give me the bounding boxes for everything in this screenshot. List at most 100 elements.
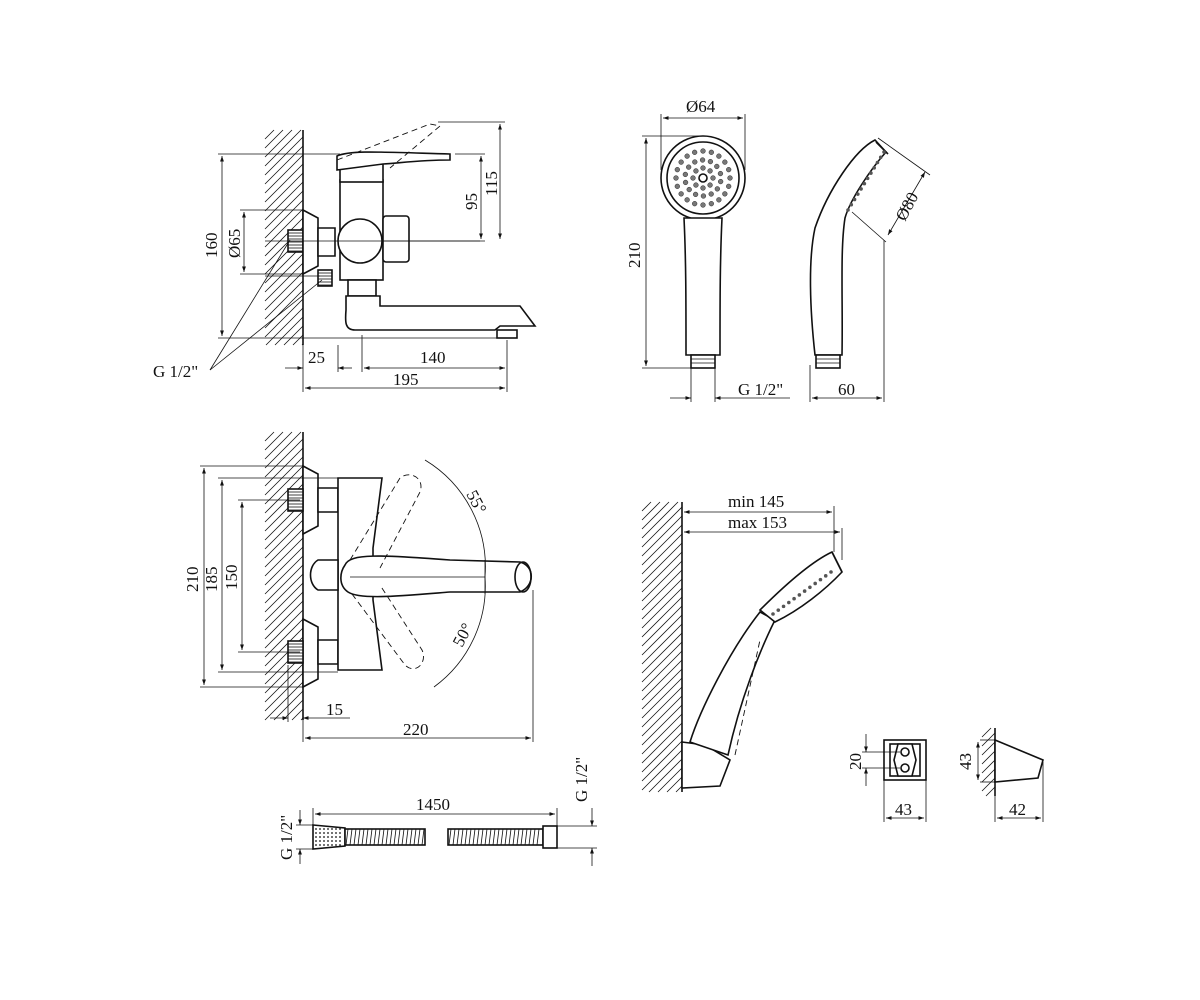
texture-dot	[315, 828, 317, 830]
hatch-line	[264, 447, 304, 487]
hatch-line	[641, 605, 683, 647]
spray-hole	[875, 160, 880, 165]
texture-dot	[339, 828, 341, 830]
hatch-line	[641, 542, 683, 584]
spray-hole	[693, 168, 699, 174]
hatch-line	[265, 307, 304, 346]
spray-hole	[686, 164, 692, 170]
dim-total-height: 160	[202, 233, 221, 259]
rib-line	[401, 828, 405, 846]
spray-hole	[792, 596, 796, 601]
dim-spout-length: 140	[420, 348, 446, 367]
rib-line	[345, 828, 349, 846]
spray-hole	[686, 186, 692, 193]
wall-hatch-holder-side	[981, 727, 996, 797]
spray-hole	[690, 175, 696, 181]
hatch-line	[273, 690, 304, 721]
hand-shower-side-view: Ø80 60	[809, 137, 931, 402]
spray-hole	[726, 167, 732, 173]
spray-hole	[700, 193, 707, 199]
dim-flange-diameter: Ø65	[225, 229, 244, 258]
rib-line	[496, 828, 500, 846]
hatch-line	[264, 217, 304, 257]
rib-line	[492, 828, 496, 846]
rib-line	[448, 828, 452, 846]
texture-dot	[331, 840, 333, 842]
texture-dot	[339, 840, 341, 842]
spray-hole	[714, 163, 720, 170]
hatch-line	[264, 298, 304, 338]
dim-holder-side-height: 43	[956, 753, 975, 770]
texture-dot	[331, 832, 333, 834]
texture-dot	[323, 844, 325, 846]
hatch-line	[648, 758, 683, 793]
spray-hole	[700, 202, 706, 208]
spray-hole	[684, 153, 690, 159]
hatch-line	[981, 727, 992, 738]
dim-holder-front-height: 20	[846, 753, 865, 770]
spray-hole	[700, 148, 706, 154]
dim-top-center-distance: 150	[222, 565, 241, 591]
hatch-line	[264, 591, 304, 631]
spray-hole	[717, 170, 724, 177]
dim-angle-down: 50°	[449, 620, 477, 650]
spray-hole	[700, 165, 706, 171]
hatch-line	[641, 740, 683, 782]
rib-line	[405, 828, 409, 846]
hatch-line	[264, 129, 293, 158]
hatch-line	[264, 474, 304, 514]
spray-hole	[722, 191, 728, 197]
hatch-line	[264, 280, 304, 320]
spray-hole	[682, 179, 689, 186]
hatch-line	[981, 777, 996, 792]
hatch-line	[264, 172, 304, 212]
texture-dot	[335, 840, 337, 842]
hatch-line	[264, 546, 304, 586]
dim-top-overall-length: 220	[403, 720, 429, 739]
texture-dot	[327, 836, 329, 838]
hose-ribbing	[345, 828, 540, 846]
hatch-line	[641, 650, 683, 692]
dim-holder-front-width: 43	[895, 800, 912, 819]
texture-dot	[331, 836, 333, 838]
texture-dot	[315, 844, 317, 846]
rib-line	[488, 828, 492, 846]
hatch-line	[641, 524, 683, 566]
hatch-line	[264, 627, 304, 667]
spray-hole	[726, 183, 732, 189]
spray-hole	[708, 201, 714, 207]
rib-line	[468, 828, 472, 846]
rib-line	[353, 828, 357, 846]
spray-hole	[771, 612, 775, 616]
hatch-line	[264, 129, 302, 167]
rib-line	[524, 828, 528, 846]
dim-overall-length: 195	[393, 370, 419, 389]
rib-line	[516, 828, 520, 846]
wall-hatch-side	[264, 129, 304, 346]
rib-line	[417, 828, 421, 846]
texture-dot	[327, 832, 329, 834]
spray-hole	[862, 181, 867, 186]
texture-dot	[315, 832, 317, 834]
hatch-line	[641, 506, 683, 548]
spray-hole	[869, 171, 873, 175]
hatch-line	[641, 695, 683, 737]
hatch-line	[641, 501, 670, 530]
spray-hole	[716, 197, 722, 203]
spray-hole	[882, 150, 886, 154]
hatch-line	[981, 768, 996, 783]
hatch-line	[291, 708, 304, 721]
rib-line	[349, 828, 353, 846]
hatch-line	[264, 672, 304, 712]
hatch-line	[264, 154, 304, 194]
hatch-line	[981, 741, 996, 756]
hatch-line	[641, 501, 652, 512]
hatch-line	[641, 569, 683, 611]
hatch-line	[264, 271, 304, 311]
spray-hole	[781, 604, 786, 609]
dim-top-mid-height: 185	[202, 567, 221, 593]
spray-hole	[707, 158, 714, 165]
holder-front-view: 20 43	[846, 734, 927, 822]
hatch-line	[641, 749, 683, 791]
